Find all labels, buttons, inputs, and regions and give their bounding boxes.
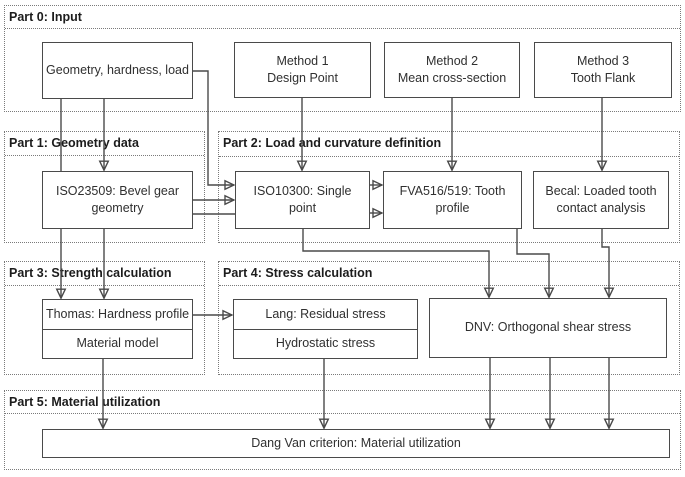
node-thomas-hardness: Thomas: Hardness profile xyxy=(43,300,192,330)
node-fva: FVA516/519: Tooth profile xyxy=(383,171,522,229)
node-dnv: DNV: Orthogonal shear stress xyxy=(429,298,667,358)
node-hydrostatic: Hydrostatic stress xyxy=(275,336,376,350)
node-lang: Lang: Residual stress Hydrostatic stress xyxy=(233,299,418,359)
part3-label: Part 3: Strength calculation xyxy=(5,262,204,286)
part4-label: Part 4: Stress calculation xyxy=(219,262,679,286)
part0-container: Part 0: Input xyxy=(4,5,681,112)
node-iso10300: ISO10300: Single point xyxy=(235,171,370,229)
node-method1: Method 1 Design Point xyxy=(234,42,371,98)
part0-label: Part 0: Input xyxy=(5,6,680,29)
node-method3: Method 3 Tooth Flank xyxy=(534,42,672,98)
part5-container: Part 5: Material utilization xyxy=(4,390,681,470)
part2-label: Part 2: Load and curvature definition xyxy=(219,132,679,157)
node-material-model: Material model xyxy=(76,336,159,350)
node-iso23509: ISO23509: Bevel gear geometry xyxy=(42,171,193,229)
node-input: Geometry, hardness, load xyxy=(42,42,193,99)
node-becal: Becal: Loaded tooth contact analysis xyxy=(533,171,669,229)
part5-label: Part 5: Material utilization xyxy=(5,391,680,414)
node-thomas: Thomas: Hardness profile Material model xyxy=(42,299,193,359)
node-dangvan: Dang Van criterion: Material utilization xyxy=(42,429,670,458)
node-method2: Method 2 Mean cross-section xyxy=(384,42,520,98)
node-lang-residual: Lang: Residual stress xyxy=(234,300,417,330)
part1-label: Part 1: Geometry data xyxy=(5,132,204,156)
